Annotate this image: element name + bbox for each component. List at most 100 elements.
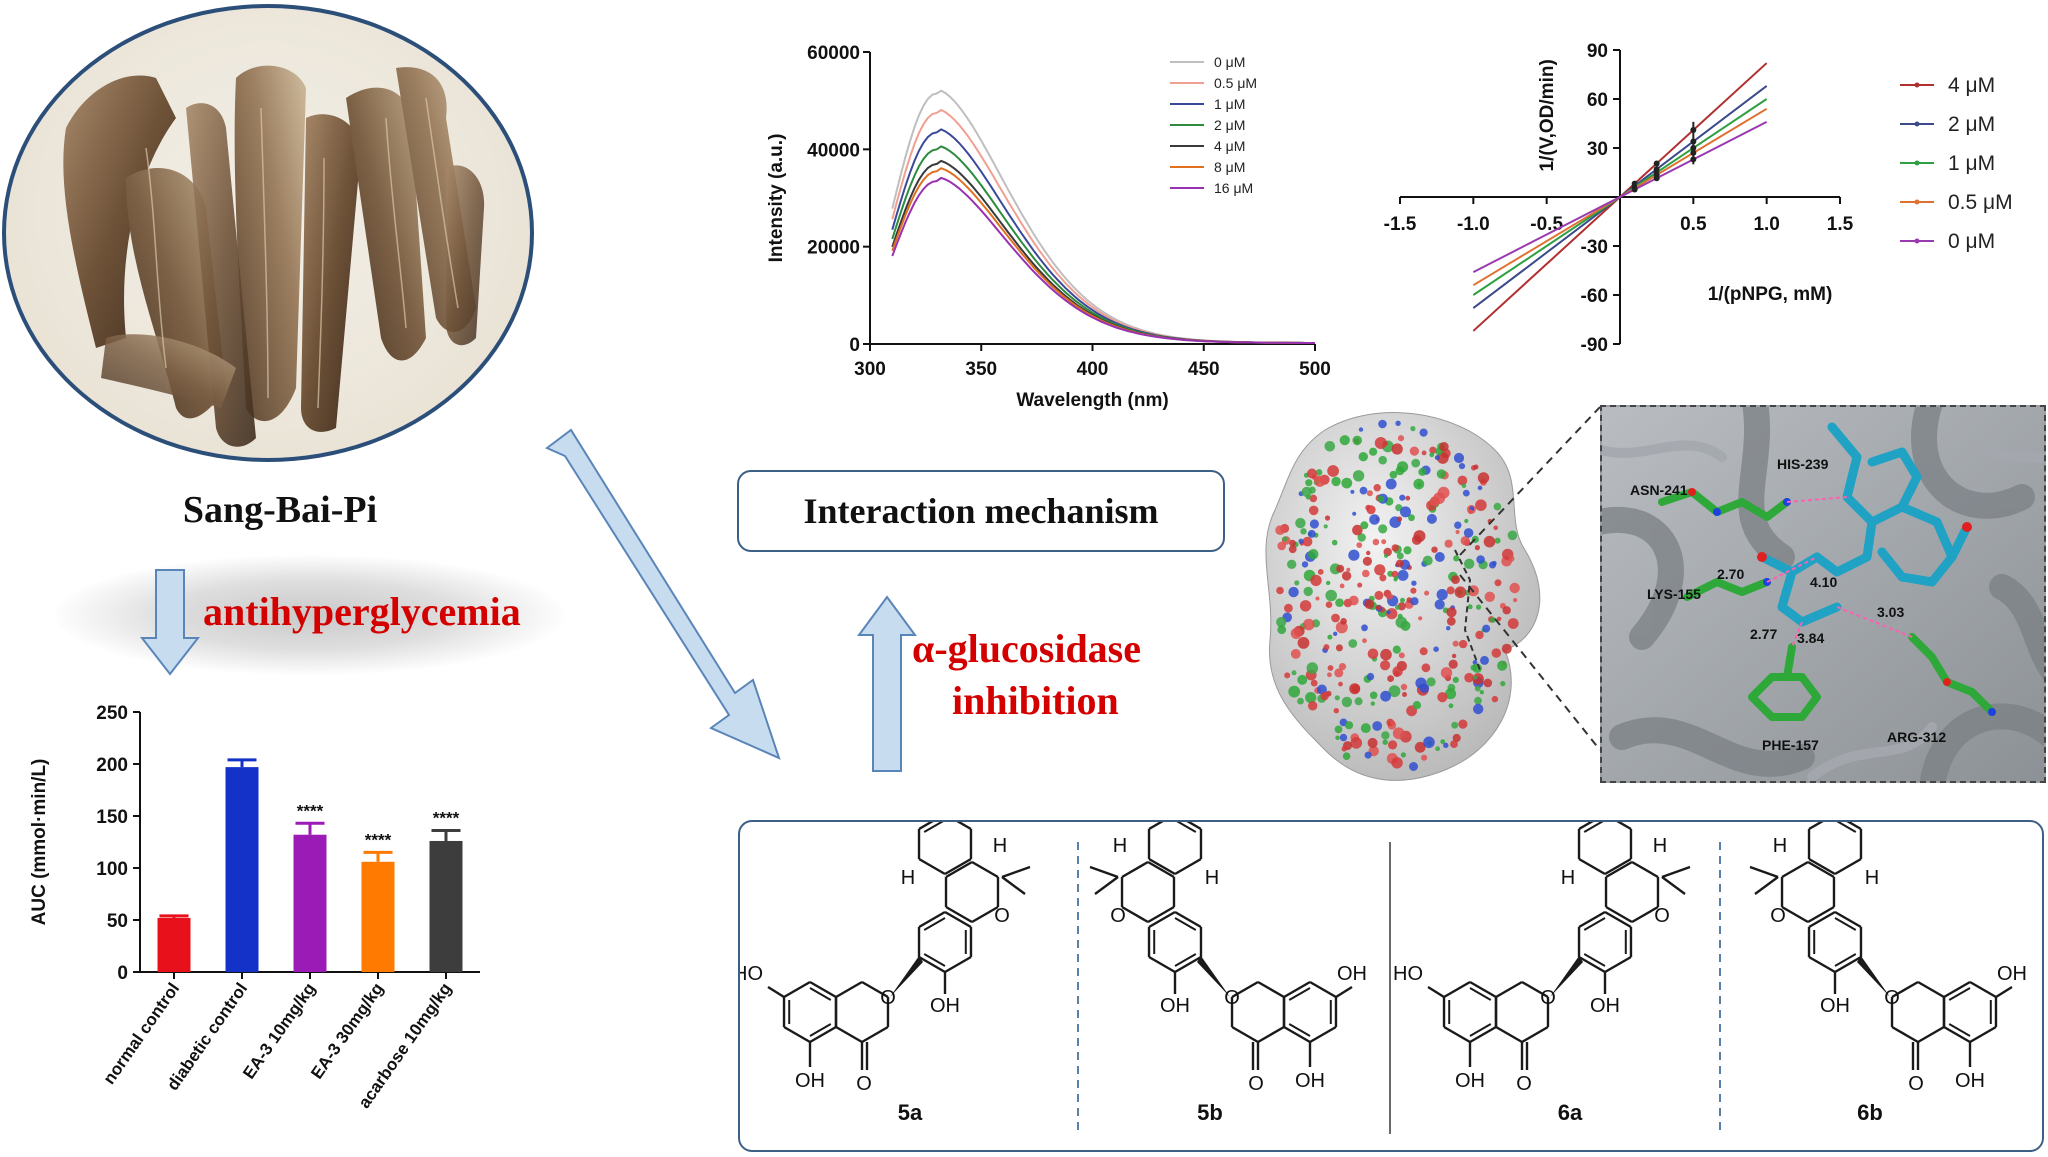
surface-atom [1348,639,1358,648]
double-bond [809,987,832,1001]
surface-atom [1392,666,1403,677]
bond [1427,985,1445,999]
surface-atom [1480,655,1489,665]
surface-atom [1419,428,1428,437]
surface-atom [1360,723,1371,734]
double-bond [1834,953,1857,967]
bond [1969,980,1997,999]
root-bark-illustration [63,65,485,447]
surface-atom [1294,580,1300,586]
methyl-bond [1089,865,1119,879]
double-bond [923,953,946,967]
surface-atom [1451,721,1459,729]
bond [1309,980,1337,999]
bond [1578,955,1606,974]
surface-atom [1327,634,1333,640]
hydroxyl-label: OH [795,1070,825,1092]
surface-atom [1315,596,1320,601]
bond [767,985,785,999]
surface-atom [1393,577,1398,582]
bond [1604,857,1632,876]
surface-atom [1483,535,1496,548]
surface-atom [1473,703,1484,715]
surface-atom [1388,685,1401,698]
bond [1148,910,1176,929]
surface-atom [1338,681,1343,687]
surface-atom [1342,752,1351,760]
surface-atom [1464,672,1474,683]
surface-atom [1464,518,1469,524]
mechanism-box: Interaction mechanism [737,470,1225,552]
surface-atom [1284,603,1293,613]
surface-atom [1380,660,1391,671]
y-tick-label: 60000 [807,43,860,64]
surface-atom [1339,583,1345,589]
surface-atom [1418,616,1423,621]
surface-atom [1482,624,1491,633]
hydrogen-label: H [1773,835,1787,857]
surface-atom [1316,684,1327,695]
surface-atom [1380,648,1392,661]
surface-atom [1357,582,1363,588]
surface-atom [1395,559,1404,568]
surface-atom [1445,688,1457,700]
pyran-oxygen-label: O [1110,905,1126,927]
y-tick-label: -90 [1581,335,1608,356]
data-point [1653,160,1660,167]
surface-atom [1306,662,1319,674]
surface-atom [1501,643,1512,654]
surface-atom [1433,646,1439,652]
double-bond [1469,987,1492,1001]
surface-atom [1455,529,1460,535]
surface-atom [1354,697,1363,706]
double-bond [923,822,944,833]
surface-atom [1308,486,1316,494]
y-tick-label: 20000 [807,238,860,259]
legend-label: 2 μM [1948,113,1995,136]
surface-atom [1333,708,1339,714]
ring-oxygen-label: O [1884,987,1900,1009]
surface-atom [1309,519,1319,529]
surface-atom [1369,691,1378,700]
surface-atom [1324,441,1336,452]
surface-atom [1305,692,1317,704]
bond [918,910,946,929]
data-point [1631,186,1638,193]
fit-line [1472,120,1768,274]
surface-atom [1429,446,1437,454]
surface-atom [1462,489,1470,497]
bond [971,860,999,879]
surface-atom [1297,697,1304,705]
inhibition-label-1: α-glucosidase [912,626,1142,671]
surface-atom [1429,496,1440,507]
surface-atom [1302,536,1313,547]
bond [918,955,946,974]
surface-atom [1370,701,1375,706]
hydroxyl-label: HO [1393,963,1423,985]
methyl-bond [1661,876,1686,895]
surface-atom [1452,676,1459,683]
surface-atom [1291,670,1297,676]
surface-atom [1491,695,1499,703]
surface-atom [1340,618,1347,625]
legend-label: 0.5 μM [1214,75,1257,91]
bond [1846,822,1862,831]
double-bond [1176,822,1197,833]
surface-atom [1307,468,1317,479]
bond [1443,980,1471,999]
bond [835,1025,863,1044]
surface-atom [1437,692,1448,703]
legend-label: 0.5 μM [1948,191,2013,214]
surface-atom [1374,564,1386,576]
bond [809,980,837,999]
bond [1521,980,1549,999]
significance-label: **** [433,809,460,828]
bond [1631,905,1659,924]
surface-atom [1386,593,1394,600]
surface-atom [1411,580,1417,586]
x-tick-label: 1.0 [1753,214,1779,235]
bond [1917,980,1945,999]
surface-atom [1411,535,1422,545]
bond [1231,980,1259,999]
double-bond [923,917,946,931]
